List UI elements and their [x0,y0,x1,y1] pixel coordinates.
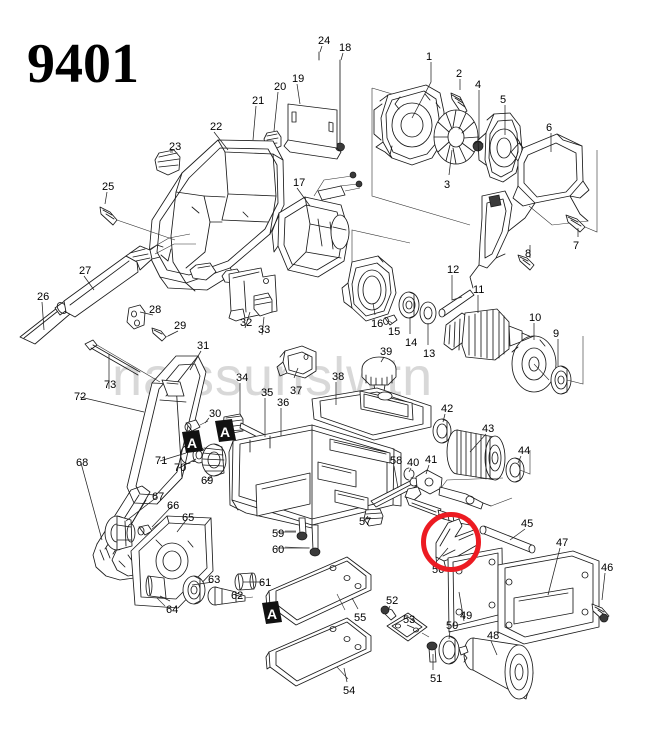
callout-number-7: 7 [573,240,580,252]
svg-text:A: A [187,435,197,451]
callout-number-25: 25 [102,181,115,193]
callout-number-22: 22 [210,121,223,133]
drum-group [403,418,531,526]
callout-number-32: 32 [240,317,253,329]
svg-text:A: A [267,606,277,622]
callout-number-54: 54 [343,685,356,697]
callout-number-47: 47 [556,537,569,549]
callout-number-73: 73 [104,379,117,391]
callout-number-37: 37 [290,385,303,397]
callout-number-43: 43 [482,423,495,435]
field-stator-group [271,171,363,278]
callout-number-41: 41 [425,454,438,466]
callout-number-33: 33 [258,324,271,336]
callout-number-64: 64 [166,604,179,616]
callout-number-13: 13 [423,348,436,360]
callout-number-39: 39 [380,346,393,358]
callout-number-26: 26 [37,291,50,303]
callout-number-49: 49 [460,610,473,622]
callout-number-21: 21 [252,95,265,107]
callout-number-55: 55 [354,612,367,624]
callout-number-30: 30 [209,408,222,420]
callout-number-14: 14 [405,337,418,349]
callout-number-42: 42 [441,403,454,415]
callout-number-48: 48 [487,630,500,642]
callout-number-53: 53 [403,614,416,626]
callout-number-50: 50 [446,620,459,632]
callout-number-72: 72 [74,391,87,403]
callout-number-45: 45 [521,518,534,530]
armature-group [341,229,584,395]
callout-number-3: 3 [444,179,451,191]
callout-number-52: 52 [386,595,399,607]
callout-number-17: 17 [293,177,306,189]
callout-number-46: 46 [601,562,614,574]
callout-number-70: 70 [174,462,187,474]
callout-number-27: 27 [79,265,92,277]
callout-number-29: 29 [174,320,187,332]
callout-number-34: 34 [236,372,249,384]
callout-number-31: 31 [197,340,210,352]
callout-number-63: 63 [208,574,221,586]
callout-number-4: 4 [475,79,482,91]
callout-number-9: 9 [553,328,560,340]
callout-number-18: 18 [339,42,352,54]
callout-number-28: 28 [149,304,162,316]
page-title: 9401 [27,33,139,95]
motor-housing-group [99,139,285,292]
callout-number-67: 67 [152,491,165,503]
switch-group [228,267,278,322]
callout-number-44: 44 [518,445,531,457]
callout-number-38: 38 [332,371,345,383]
callout-number-11: 11 [473,284,485,296]
callout-number-1: 1 [426,51,433,63]
motor-fan-group [371,84,598,289]
pad-group [234,556,430,687]
callout-number-35: 35 [261,387,274,399]
callout-number-16: 16 [371,318,384,330]
callout-number-2: 2 [456,68,463,80]
callout-number-57: 57 [359,516,372,528]
callout-number-8: 8 [525,248,532,260]
callout-number-68: 68 [76,457,89,469]
callout-number-10: 10 [529,312,542,324]
callout-number-5: 5 [500,94,507,106]
callout-number-66: 66 [167,500,180,512]
callout-number-6: 6 [546,122,553,134]
callout-number-58: 58 [390,455,403,467]
callout-number-56: 56 [432,564,445,576]
callout-number-36: 36 [277,397,290,409]
callout-number-65: 65 [182,512,195,524]
callout-number-23: 23 [169,141,182,153]
svg-text:A: A [220,424,230,440]
callout-number-62: 62 [231,590,244,602]
callout-number-69: 69 [201,475,214,487]
callout-number-19: 19 [292,73,305,85]
callout-number-12: 12 [447,264,460,276]
cord-group [19,233,196,345]
section-marker-a-group: A A A [182,419,282,624]
callout-number-60: 60 [272,544,285,556]
callout-number-71: 71 [155,455,168,467]
callout-number-51: 51 [430,673,443,685]
fan-blades [433,109,479,165]
leader-lines [41,45,606,683]
callout-number-40: 40 [407,457,420,469]
base-assembly-group [228,356,432,557]
callout-number-20: 20 [274,81,287,93]
callout-number-59: 59 [272,528,285,540]
callout-number-15: 15 [388,326,401,338]
callout-number-24: 24 [318,35,331,47]
callout-number-61: 61 [259,577,272,589]
